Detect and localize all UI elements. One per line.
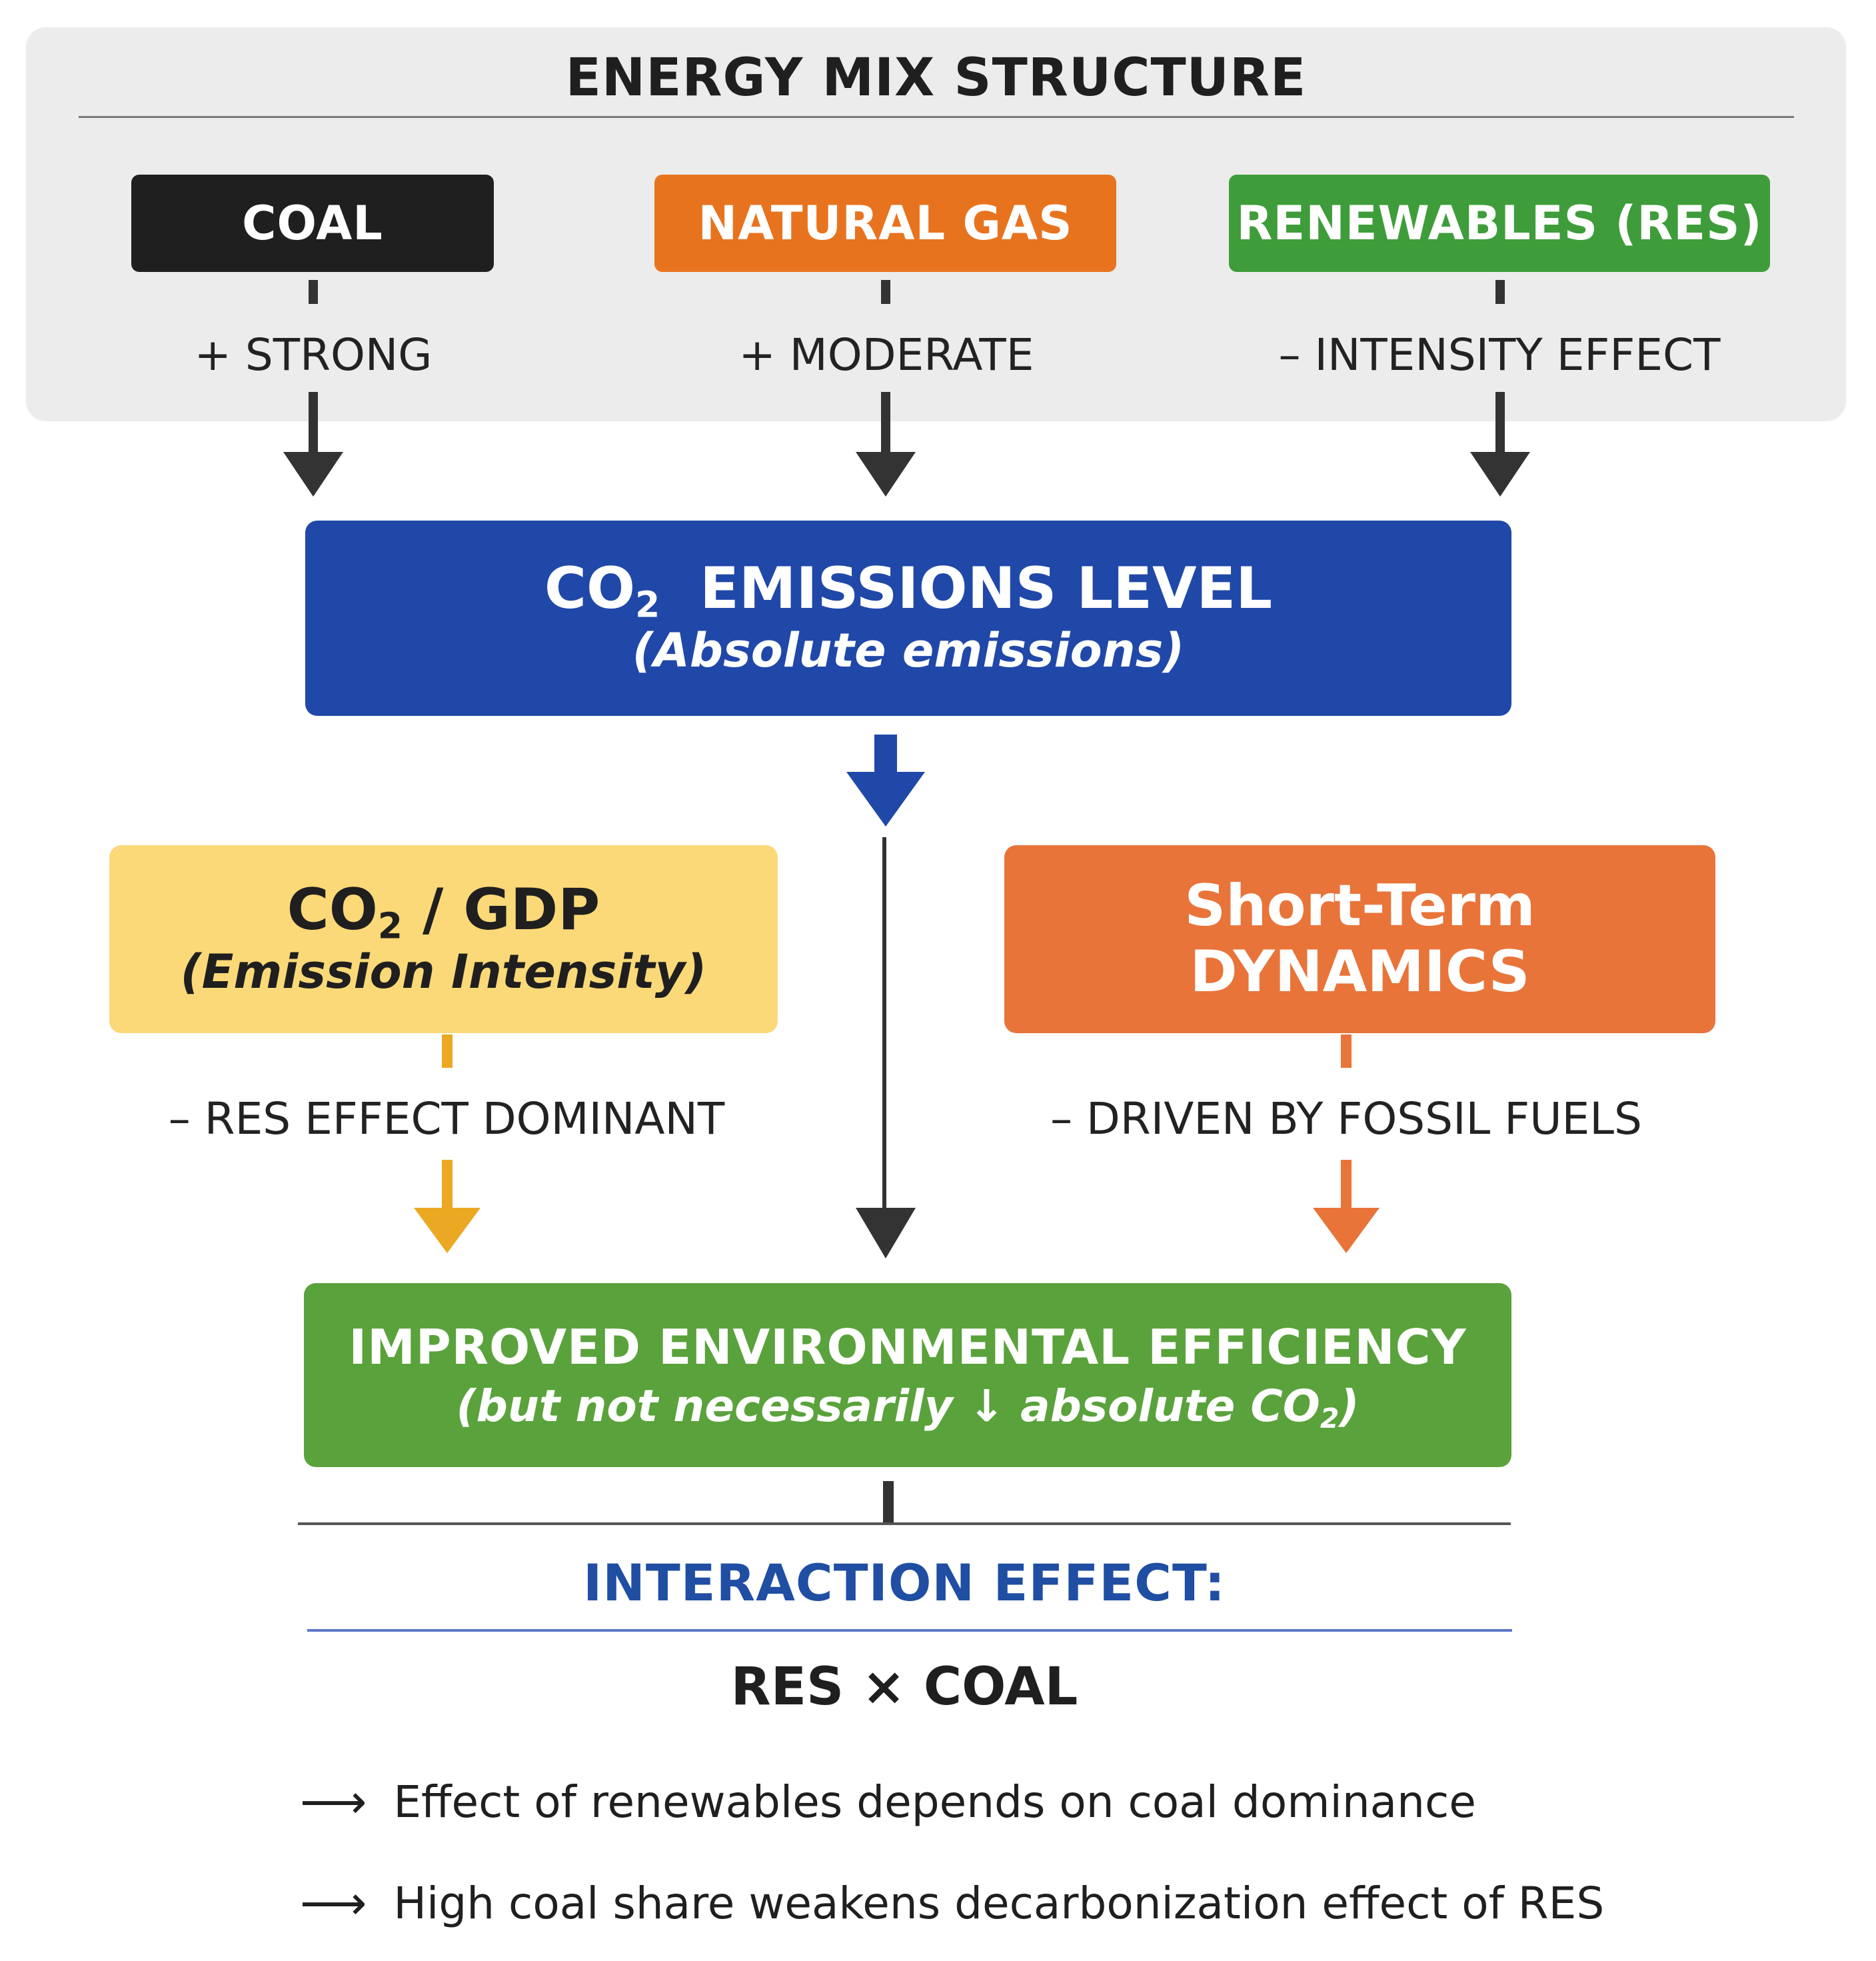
co2-gdp-title: CO2 / GDP: [287, 876, 600, 947]
coal-label: COAL: [242, 196, 383, 251]
co2-gdp-box: CO2 / GDP (Emission Intensity): [109, 845, 778, 1033]
interaction-bullet: ⟶ Effect of renewables depends on coal d…: [300, 1774, 1476, 1829]
renewables-box: RENEWABLES (RES): [1229, 175, 1770, 272]
energy-mix-title: ENERGY MIX STRUCTURE: [565, 48, 1307, 108]
right-arrow-icon: ⟶: [300, 1774, 367, 1829]
right-arrow-icon: ⟶: [300, 1876, 367, 1930]
co2-emissions-box: CO2 EMISSIONS LEVEL (Absolute emissions): [305, 521, 1511, 716]
res-stub: [1495, 280, 1505, 304]
title-divider: [79, 116, 1794, 118]
down-arrow-icon: ↓: [968, 1380, 1006, 1432]
dynamics-effect-label: – DRIVEN BY FOSSIL FUELS: [1050, 1093, 1642, 1144]
res-effect: – INTENSITY EFFECT: [1278, 329, 1721, 381]
renewables-label: RENEWABLES (RES): [1236, 196, 1763, 251]
efficiency-title: IMPROVED ENVIRONMENTAL EFFICIENCY: [349, 1318, 1467, 1375]
co2-gdp-subtitle: (Emission Intensity): [180, 944, 707, 999]
gas-effect: + MODERATE: [738, 329, 1034, 381]
natural-gas-box: NATURAL GAS: [654, 175, 1116, 272]
gas-stub: [881, 280, 890, 304]
coal-effect: + STRONG: [194, 329, 433, 381]
bullet-text: High coal share weakens decarbonization …: [393, 1877, 1605, 1929]
dynamics-line2: DYNAMICS: [1190, 939, 1530, 1005]
intensity-effect-label: – RES EFFECT DOMINANT: [168, 1093, 725, 1144]
short-term-dynamics-box: Short-Term DYNAMICS: [1004, 845, 1715, 1033]
coal-box: COAL: [131, 175, 494, 272]
dynamics-line1: Short-Term: [1184, 873, 1535, 940]
interaction-formula: RES × COAL: [730, 1657, 1078, 1717]
co2-emissions-title: CO2 EMISSIONS LEVEL: [544, 555, 1273, 626]
interaction-bullet: ⟶ High coal share weakens decarbonizatio…: [300, 1876, 1604, 1930]
bullet-text: Effect of renewables depends on coal dom…: [393, 1776, 1476, 1828]
natural-gas-label: NATURAL GAS: [698, 196, 1073, 251]
interaction-effect-title: INTERACTION EFFECT:: [582, 1553, 1226, 1612]
environmental-efficiency-box: IMPROVED ENVIRONMENTAL EFFICIENCY (but n…: [304, 1283, 1511, 1467]
coal-stub: [309, 280, 318, 304]
efficiency-subtitle: (but not necessarily ↓ absolute CO2): [456, 1380, 1360, 1434]
co2-emissions-subtitle: (Absolute emissions): [632, 623, 1185, 679]
